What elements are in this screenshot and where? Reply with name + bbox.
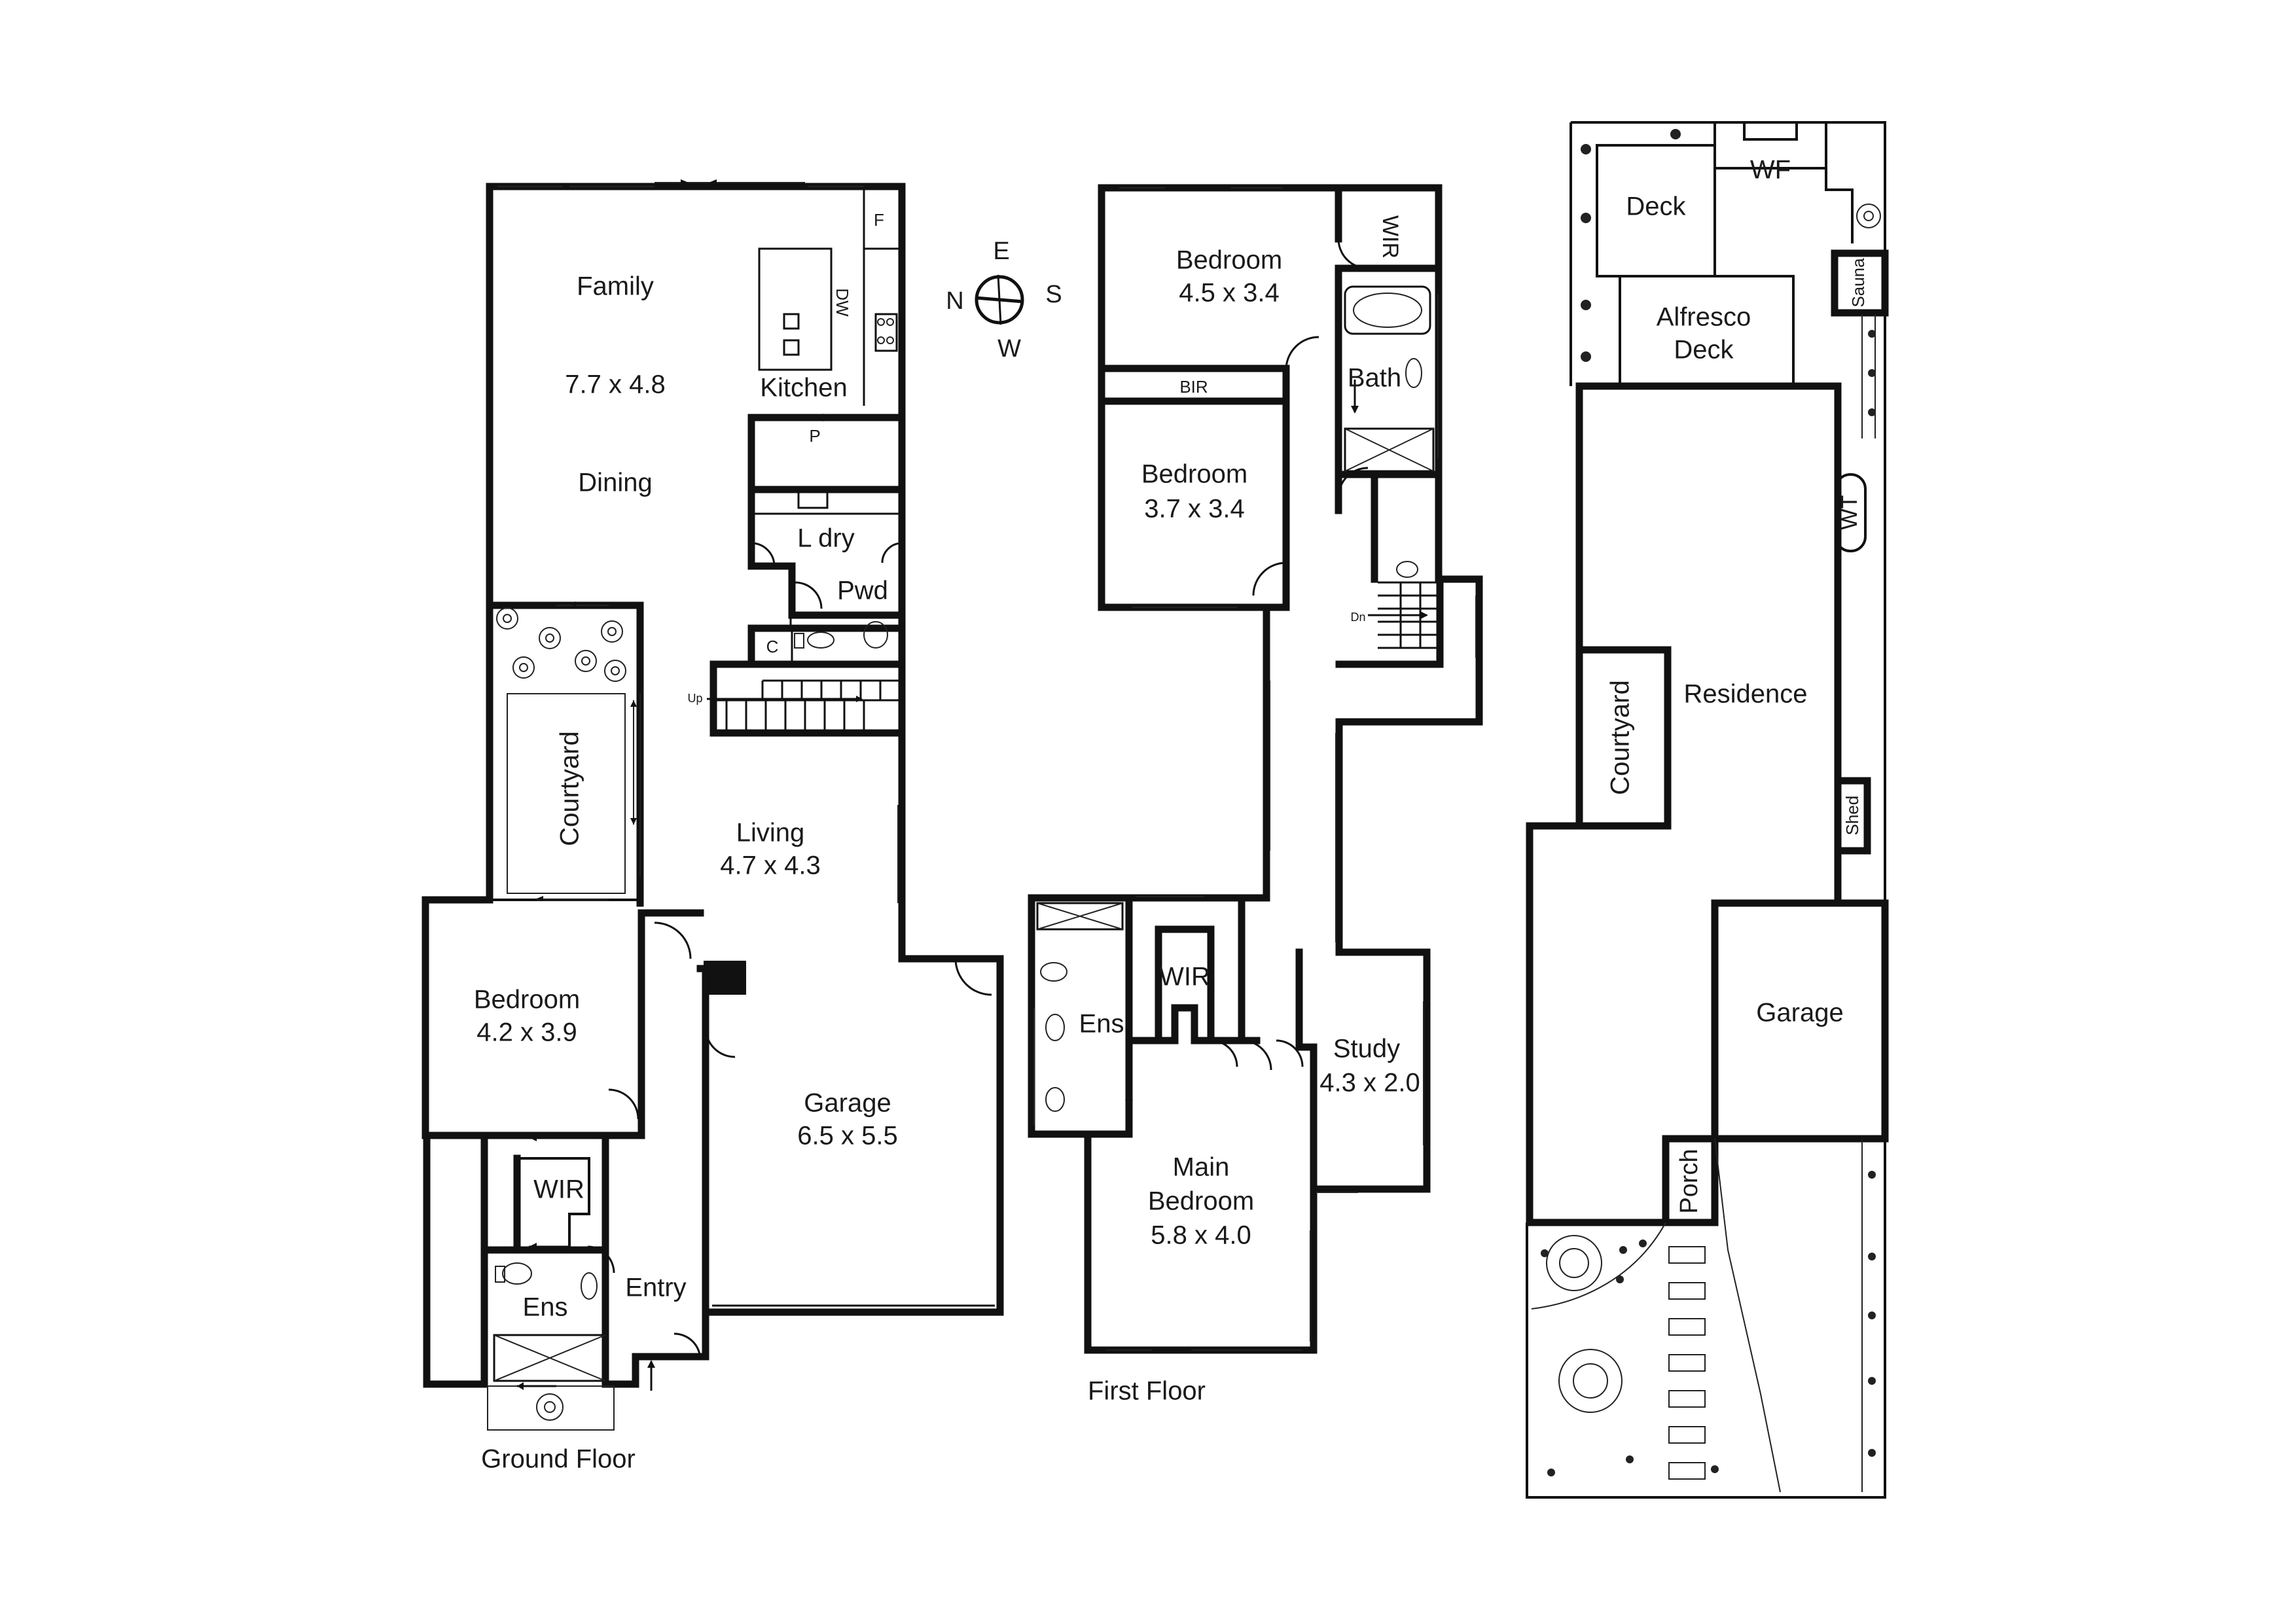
ff-study-label: Study — [1333, 1035, 1400, 1063]
ff-bedroom1-dims: 4.5 x 3.4 — [1179, 279, 1279, 308]
site-plan — [1526, 121, 1889, 1499]
site-porch-label: Porch — [1676, 1149, 1703, 1213]
first-floor-title: First Floor — [1088, 1377, 1206, 1406]
site-residence-label: Residence — [1683, 680, 1807, 709]
site-deck-label: Deck — [1626, 192, 1686, 221]
ff-bath-label: Bath — [1348, 364, 1401, 393]
bedroom-dims: 4.2 x 3.9 — [476, 1018, 577, 1047]
wir-label: WIR — [533, 1175, 584, 1204]
fridge-label: F — [874, 210, 884, 230]
site-alfresco-line2: Deck — [1674, 336, 1734, 365]
tree-icons — [1546, 204, 1881, 1413]
compass-icon — [975, 274, 1024, 325]
stairs-up-icon — [707, 679, 903, 733]
ff-bedroom2-dims: 3.7 x 3.4 — [1144, 495, 1244, 524]
ensuite-label: Ens — [523, 1293, 568, 1322]
site-sauna-label: Sauna — [1848, 258, 1868, 308]
ff-main-bedroom-dims: 5.8 x 4.0 — [1151, 1221, 1251, 1250]
courtyard-plant-icons — [496, 607, 626, 1421]
laundry-label: L dry — [797, 524, 854, 553]
ff-wir1-label: WIR — [1378, 215, 1403, 259]
site-courtyard-label: Courtyard — [1606, 680, 1635, 795]
shrub-dots-icon — [1541, 129, 1876, 1476]
cupboard-label: C — [766, 637, 779, 656]
ff-main-bedroom-line2: Bedroom — [1148, 1187, 1254, 1216]
ff-main-bedroom-line1: Main — [1173, 1153, 1230, 1182]
ff-bedroom2-label: Bedroom — [1141, 460, 1247, 489]
site-alfresco-line1: Alfresco — [1657, 303, 1751, 332]
compass-east: E — [993, 238, 1009, 265]
family-label: Family — [577, 272, 654, 301]
ff-bir-label: BIR — [1179, 377, 1208, 397]
stairs-up-label: Up — [687, 692, 702, 705]
first-floor-plan — [1028, 184, 1483, 1354]
courtyard-label: Courtyard — [556, 731, 584, 846]
dining-label: Dining — [578, 469, 652, 497]
compass-south: S — [1045, 281, 1062, 308]
ground-floor-title: Ground Floor — [481, 1445, 636, 1474]
garage-label: Garage — [804, 1089, 891, 1118]
powder-label: Pwd — [837, 577, 888, 605]
site-wf-label: WF — [1750, 156, 1791, 185]
dishwasher-label: DW — [833, 288, 852, 317]
living-label: Living — [736, 819, 805, 847]
ff-study-dims: 4.3 x 2.0 — [1319, 1069, 1420, 1097]
pantry-label: P — [809, 426, 820, 446]
site-garage-label: Garage — [1756, 999, 1843, 1027]
kitchen-label: Kitchen — [760, 374, 847, 402]
ff-bedroom1-label: Bedroom — [1176, 246, 1282, 275]
family-dims: 7.7 x 4.8 — [565, 370, 665, 399]
living-dims: 4.7 x 4.3 — [720, 851, 820, 880]
garage-dims: 6.5 x 5.5 — [797, 1122, 897, 1150]
compass-north: N — [946, 287, 963, 315]
compass-west: W — [997, 335, 1021, 363]
ff-wir2-label: WIR — [1159, 963, 1210, 991]
site-wt-label: WT — [1837, 495, 1862, 530]
ff-ensuite-label: Ens — [1079, 1010, 1124, 1039]
stepping-stones-icon — [1668, 1246, 1706, 1480]
bedroom-label: Bedroom — [474, 986, 580, 1014]
ground-floor-plan — [422, 179, 1004, 1431]
site-shed-label: Shed — [1842, 796, 1862, 836]
stairs-down-icon — [1368, 581, 1440, 649]
entry-label: Entry — [625, 1274, 686, 1302]
stairs-down-label: Dn — [1350, 611, 1365, 624]
